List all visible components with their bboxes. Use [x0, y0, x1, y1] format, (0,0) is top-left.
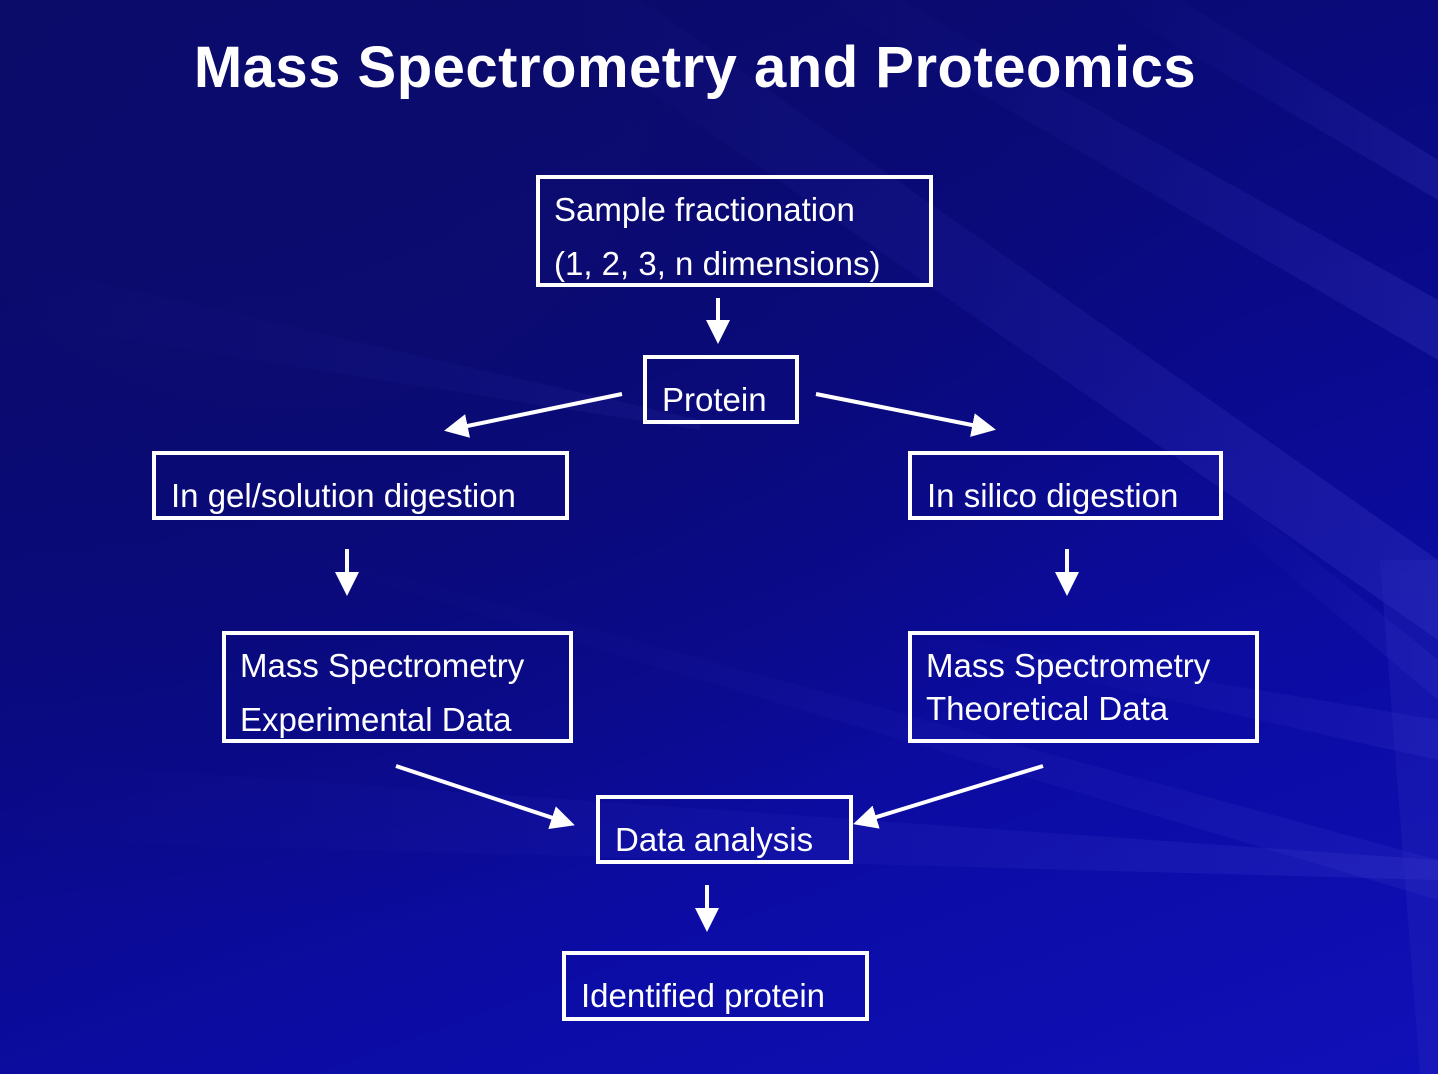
- node-protein-label: Protein: [662, 381, 767, 418]
- node-protein: Protein: [643, 355, 799, 424]
- node-data-analysis: Data analysis: [596, 795, 853, 864]
- node-ms-theoretical-line2: Theoretical Data: [926, 690, 1169, 727]
- node-ms-experimental-line2: Experimental Data: [240, 701, 512, 738]
- arrow-protein-to-in-gel: [444, 392, 623, 438]
- slide-title: Mass Spectrometry and Proteomics: [193, 35, 1197, 100]
- node-identified-protein-label: Identified protein: [581, 977, 826, 1014]
- node-in-silico-digestion: In silico digestion: [908, 451, 1223, 520]
- node-sample-fractionation-line1: Sample fractionation: [554, 191, 855, 228]
- node-data-analysis-label: Data analysis: [615, 821, 814, 858]
- node-sample-fractionation-line2: (1, 2, 3, n dimensions): [554, 245, 881, 282]
- node-in-gel-digestion: In gel/solution digestion: [152, 451, 569, 520]
- node-sample-fractionation: Sample fractionation (1, 2, 3, n dimensi…: [536, 175, 933, 287]
- arrow-protein-to-in-silico: [815, 392, 996, 437]
- node-in-gel-digestion-label: In gel/solution digestion: [171, 477, 516, 514]
- node-ms-theoretical-line1: Mass Spectrometry: [926, 647, 1211, 684]
- node-ms-experimental-data: Mass Spectrometry Experimental Data: [222, 631, 573, 743]
- arrow-ms-experimental-to-data-analysis: [395, 764, 575, 830]
- node-identified-protein: Identified protein: [562, 951, 869, 1021]
- arrow-ms-theoretical-to-data-analysis: [853, 764, 1044, 829]
- node-in-silico-digestion-label: In silico digestion: [927, 477, 1179, 514]
- node-ms-experimental-line1: Mass Spectrometry: [240, 647, 525, 684]
- node-ms-theoretical-data: Mass Spectrometry Theoretical Data: [908, 631, 1259, 743]
